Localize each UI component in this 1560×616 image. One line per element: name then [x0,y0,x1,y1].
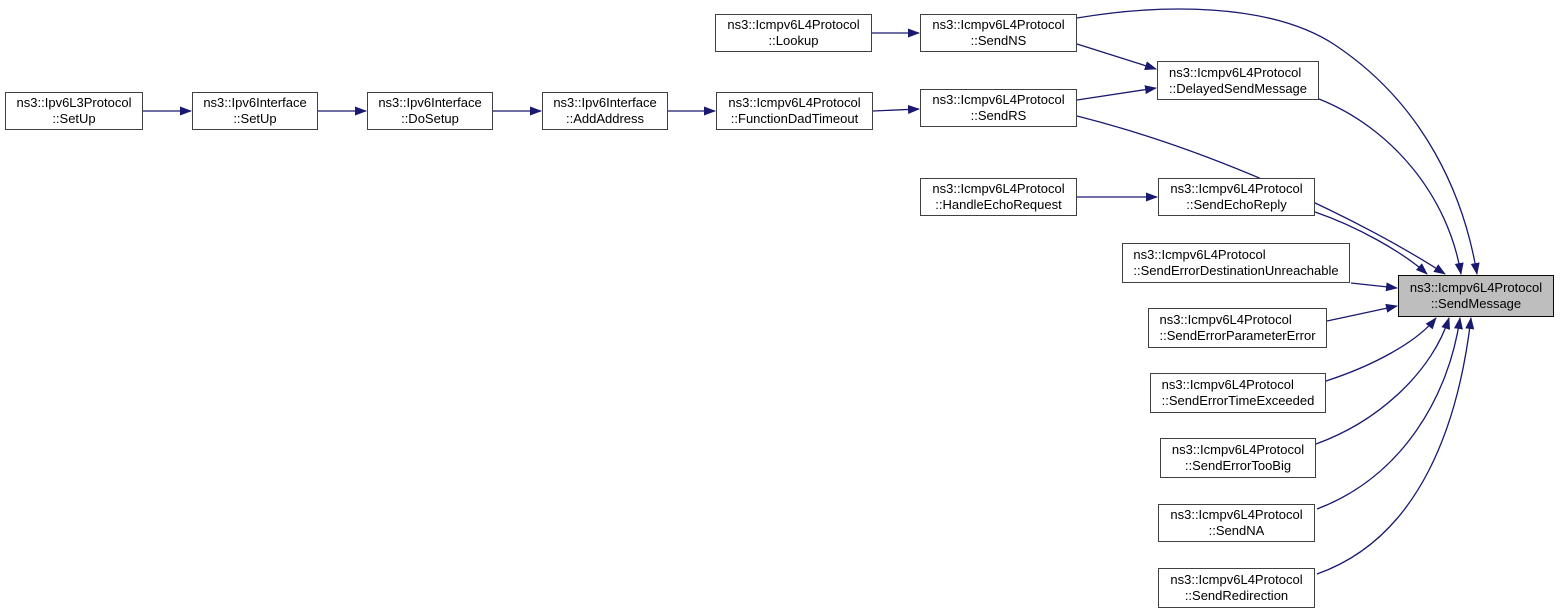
node-method-name: ::HandleEchoRequest [935,197,1062,212]
node-class-name: ns3::Icmpv6L4Protocol [1168,64,1302,80]
node-sendredirection[interactable]: ns3::Icmpv6L4Protocol::SendRedirection [1158,568,1315,608]
node-class-name: ns3::Ipv6Interface [203,95,307,110]
node-method-name: ::SetUp [233,111,277,126]
edge-sendna-to-sendmessage [1316,317,1463,510]
node-class-name: ns3::Icmpv6L4Protocol [1170,572,1303,587]
node-class-name: ns3::Icmpv6L4Protocol [1170,181,1303,196]
node-handleechorequest[interactable]: ns3::Icmpv6L4Protocol::HandleEchoRequest [920,178,1077,216]
node-method-name: ::SendNS [970,33,1027,48]
node-class-name: ns3::Icmpv6L4Protocol [1171,442,1305,457]
node-class-name: ns3::Icmpv6L4Protocol [932,17,1065,32]
node-senderrortoobig[interactable]: ns3::Icmpv6L4Protocol::SendErrorTooBig [1160,438,1316,478]
node-ipv6interface-addaddress[interactable]: ns3::Ipv6Interface::AddAddress [542,92,668,130]
node-method-name: ::SendEchoReply [1186,197,1287,212]
node-sendechoreply[interactable]: ns3::Icmpv6L4Protocol::SendEchoReply [1158,178,1315,216]
edge-delayedsendmessage-to-sendmessage [1318,98,1464,275]
node-method-name: ::Lookup [768,33,819,48]
node-lookup[interactable]: ns3::Icmpv6L4Protocol::Lookup [715,14,872,52]
node-method-name: ::SendErrorParameterError [1159,328,1316,343]
node-delayedsendmessage[interactable]: ns3::Icmpv6L4Protocol::DelayedSendMessag… [1157,61,1319,100]
node-method-name: ::SetUp [52,111,96,126]
node-sendmessage: ns3::Icmpv6L4Protocol::SendMessage [1398,275,1554,317]
node-class-name: ns3::Icmpv6L4Protocol [932,92,1065,107]
node-ipv6l3protocol-setup[interactable]: ns3::Ipv6L3Protocol::SetUp [5,92,143,130]
node-senderrorparametererror[interactable]: ns3::Icmpv6L4Protocol::SendErrorParamete… [1148,308,1327,348]
node-class-name: ns3::Ipv6Interface [553,95,657,110]
node-method-name: ::AddAddress [565,111,645,126]
node-method-name: ::DoSetup [401,111,459,126]
node-functiondadtimeout[interactable]: ns3::Icmpv6L4Protocol::FunctionDadTimeou… [716,92,873,130]
node-ipv6interface-setup[interactable]: ns3::Ipv6Interface::SetUp [192,92,318,130]
node-class-name: ns3::Icmpv6L4Protocol [1170,507,1303,522]
edge-sendns-to-delayedsendmessage [1076,43,1157,70]
edge-sendechoreply-to-sendmessage [1314,211,1428,275]
node-method-name: ::SendNA [1208,523,1265,538]
edge-senderrortoobig-to-sendmessage [1315,317,1450,445]
node-class-name: ns3::Ipv6Interface [378,95,482,110]
node-method-name: ::SendErrorDestinationUnreachable [1133,263,1339,278]
node-class-name: ns3::Icmpv6L4Protocol [1159,312,1292,327]
node-class-name: ns3::Icmpv6L4Protocol [728,95,861,110]
node-method-name: ::DelayedSendMessage [1168,80,1308,96]
node-sendna[interactable]: ns3::Icmpv6L4Protocol::SendNA [1158,504,1315,542]
edge-senderrortimeexceeded-to-sendmessage [1325,317,1437,382]
node-class-name: ns3::Icmpv6L4Protocol [1409,280,1543,295]
node-method-name: ::FunctionDadTimeout [730,111,859,126]
node-class-name: ns3::Icmpv6L4Protocol [932,181,1065,196]
node-method-name: ::SendErrorTimeExceeded [1161,393,1315,408]
node-senderrortimeexceeded[interactable]: ns3::Icmpv6L4Protocol::SendErrorTimeExce… [1150,373,1326,413]
node-sendns[interactable]: ns3::Icmpv6L4Protocol::SendNS [920,14,1077,52]
edge-senderrorparametererror-to-sendmessage [1326,303,1398,322]
node-method-name: ::SendMessage [1430,296,1522,311]
edge-sendredirection-to-sendmessage [1316,317,1475,575]
node-class-name: ns3::Icmpv6L4Protocol [1161,377,1294,392]
edge-functiondadtimeout-to-sendrs [872,104,920,114]
node-class-name: ns3::Ipv6L3Protocol [16,95,132,110]
edge-sendns-to-sendmessage [1076,8,1480,275]
node-senderrordestinationunreachable[interactable]: ns3::Icmpv6L4Protocol::SendErrorDestinat… [1122,243,1350,283]
node-method-name: ::SendErrorTooBig [1184,458,1292,473]
node-class-name: ns3::Icmpv6L4Protocol [727,17,860,32]
node-method-name: ::SendRedirection [1184,588,1289,603]
edge-senderrordestinationunreachable-to-sendmessage [1350,282,1398,292]
node-sendrs[interactable]: ns3::Icmpv6L4Protocol::SendRS [920,89,1077,127]
node-ipv6interface-dosetup[interactable]: ns3::Ipv6Interface::DoSetup [367,92,493,130]
node-method-name: ::SendRS [970,108,1027,123]
node-class-name: ns3::Icmpv6L4Protocol [1133,247,1266,262]
edge-sendrs-to-delayedsendmessage [1076,85,1157,101]
